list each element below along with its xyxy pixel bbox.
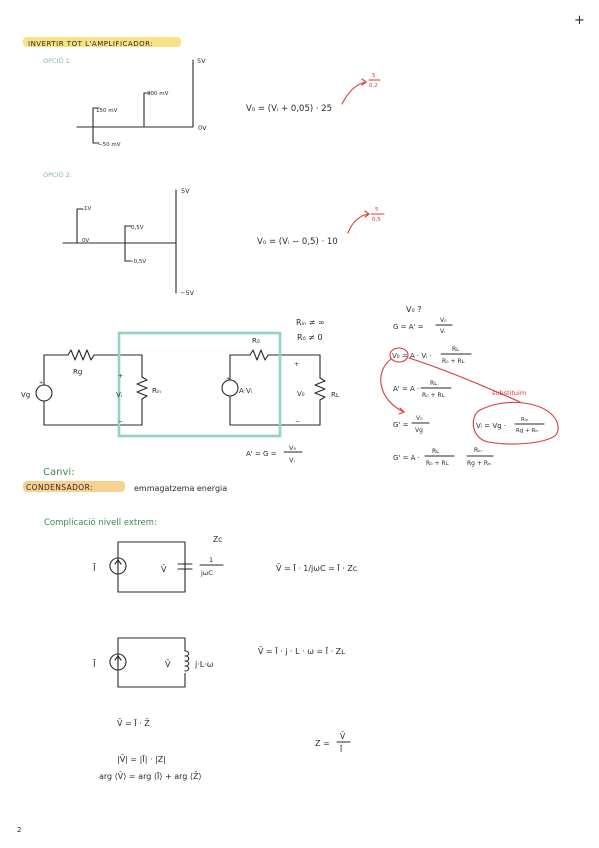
o2-note-den: 0,5 — [372, 217, 381, 223]
o2-05v: 0,5V — [131, 225, 144, 231]
rg-label: Rg — [73, 368, 82, 376]
o1-150mv: 150 mV — [96, 108, 118, 114]
complicacio-label: Complicació nivell extrem: — [44, 517, 157, 528]
svg-text:Rʟ: Rʟ — [432, 448, 439, 455]
opcio1-label: OPCIÓ 1: — [43, 56, 72, 65]
o2-arrow — [347, 213, 370, 234]
svg-text:Rg + Rᵢₙ: Rg + Rᵢₙ — [516, 428, 538, 434]
opcio1-level-diagram — [76, 59, 194, 144]
o2-equation: V₀ = (Vᵢ − 0,5) · 10 — [257, 237, 338, 247]
o1-300mv: 300 mV — [147, 91, 169, 97]
vo-label: V₀ — [297, 390, 305, 398]
o1-equation: V₀ = (Vᵢ + 0,05) · 25 — [246, 104, 332, 114]
jlw-label: j·L·ω — [194, 660, 214, 669]
svg-text:Rg + Rᵢₙ: Rg + Rᵢₙ — [467, 460, 492, 467]
title-highlight — [23, 37, 181, 47]
o2-5v: 5V — [181, 187, 190, 195]
o2-neg5v: −5V — [180, 289, 195, 297]
sub-box — [472, 401, 559, 445]
section-title: INVERTIR TOT L'AMPLIFICADOR: — [28, 40, 153, 48]
svg-text:−: − — [295, 418, 300, 425]
z-lhs: Z = — [315, 739, 330, 748]
amplifier-box — [117, 331, 282, 438]
ind-equation: V̄ = Ī · j · L · ω = Ī · Zʟ — [258, 646, 345, 656]
svg-text:A' = A ·: A' = A · — [393, 385, 419, 393]
cap-i-label: Ī — [93, 563, 96, 574]
condensador-title: CONDENSADOR: — [26, 483, 93, 492]
vo-circle — [389, 347, 409, 363]
canvi-label: Canvi: — [43, 467, 75, 478]
o1-50mv: −50 mV — [98, 142, 121, 148]
svg-text:R₀ + Rʟ: R₀ + Rʟ — [422, 392, 445, 399]
o2-note-num: 5 — [375, 207, 379, 213]
o1-note-num: 5 — [372, 73, 376, 79]
condensador-subtitle: emmagatzema energia — [134, 484, 227, 493]
svg-text:R₀ + Rʟ: R₀ + Rʟ — [442, 358, 465, 365]
sub-label: substituim — [492, 389, 526, 397]
sub-arrow-right — [408, 357, 521, 403]
svg-text:Vᵢ: Vᵢ — [440, 328, 445, 335]
plus-icon[interactable]: + — [574, 13, 585, 28]
dep-source-label: A·Vᵢ — [239, 387, 252, 395]
opcio2-label: OPCIÓ 2: — [43, 170, 72, 179]
svg-text:G = A' =: G = A' = — [393, 323, 424, 331]
svg-text:V₀: V₀ — [440, 317, 447, 324]
o1-arrow — [341, 81, 367, 105]
o1-note-den: 0,2 — [369, 83, 378, 89]
gain-lhs: A' = G = — [246, 450, 277, 458]
vg-label: Vg — [21, 391, 30, 399]
svg-text:Vg: Vg — [415, 427, 423, 434]
svg-text:+: + — [294, 361, 299, 368]
svg-text:Rʟ: Rʟ — [430, 380, 437, 387]
cap-v-label: V̄ — [161, 564, 167, 574]
sub-arrow-left — [380, 358, 405, 413]
o2-0v: 0V — [82, 238, 89, 244]
ro-label: R₀ — [252, 337, 260, 345]
amplifier-circuit — [35, 349, 326, 426]
o1-0v: 0V — [198, 124, 207, 132]
svg-text:+: + — [39, 380, 43, 386]
svg-text:G' =: G' = — [393, 421, 409, 429]
ind-v-label: V̄ — [165, 659, 171, 669]
svg-text:Ī: Ī — [340, 745, 343, 754]
cap-equation: V̄ = Ī · 1/jωC = Ī · Zc — [276, 563, 357, 573]
o2-1v: 1V — [84, 206, 91, 212]
gain-num: V₀ — [289, 444, 296, 452]
imp-line2: |V̄| = |Ī| · |Z| — [117, 754, 166, 764]
svg-text:V₀ = A · Vᵢ ·: V₀ = A · Vᵢ · — [392, 352, 432, 360]
svg-text:V̄: V̄ — [340, 732, 346, 741]
inductor-coil — [184, 650, 190, 672]
svg-text:G' = A ·: G' = A · — [393, 454, 420, 462]
cond-ro: R₀ ≠ 0 — [297, 333, 323, 342]
svg-text:1: 1 — [209, 556, 213, 564]
gain-den: Vᵢ — [289, 456, 295, 464]
zc-label: Zc — [213, 535, 222, 544]
condensador-highlight — [23, 481, 125, 492]
rl-label: Rʟ — [331, 391, 340, 399]
svg-text:Rᵢₙ: Rᵢₙ — [474, 447, 482, 454]
page-number: 2 — [17, 826, 21, 834]
vi-label: Vᵢ — [116, 391, 122, 399]
o1-5v: 5V — [197, 57, 206, 65]
svg-text:Rᵢₙ: Rᵢₙ — [521, 417, 528, 423]
svg-text:R₀ + Rʟ: R₀ + Rʟ — [426, 460, 449, 467]
imp-line3: arg ⟨V̄⟩ = arg ⟨Ī⟩ + arg ⟨Z̄⟩ — [99, 771, 202, 781]
svg-text:jωC: jωC — [200, 569, 213, 577]
svg-text:V₀: V₀ — [416, 415, 423, 422]
deriv-q: V₀ ? — [406, 305, 421, 314]
inductor-circuit — [109, 637, 186, 688]
opcio2-level-diagram — [62, 189, 177, 294]
imp-line1: V̄ = Ī · Z̄ — [117, 718, 150, 728]
ind-i-label: Ī — [93, 659, 96, 670]
rin-label: Rᵢₙ — [152, 387, 161, 395]
svg-text:−: − — [118, 418, 123, 425]
svg-text:Vᵢ = Vg ·: Vᵢ = Vg · — [476, 422, 506, 430]
svg-text:+: + — [226, 376, 230, 382]
o2-neg05v: −0,5V — [129, 259, 146, 265]
cond-rin: Rᵢₙ ≠ ∞ — [296, 318, 325, 327]
svg-text:+: + — [118, 373, 123, 380]
svg-text:Rʟ: Rʟ — [452, 346, 459, 353]
